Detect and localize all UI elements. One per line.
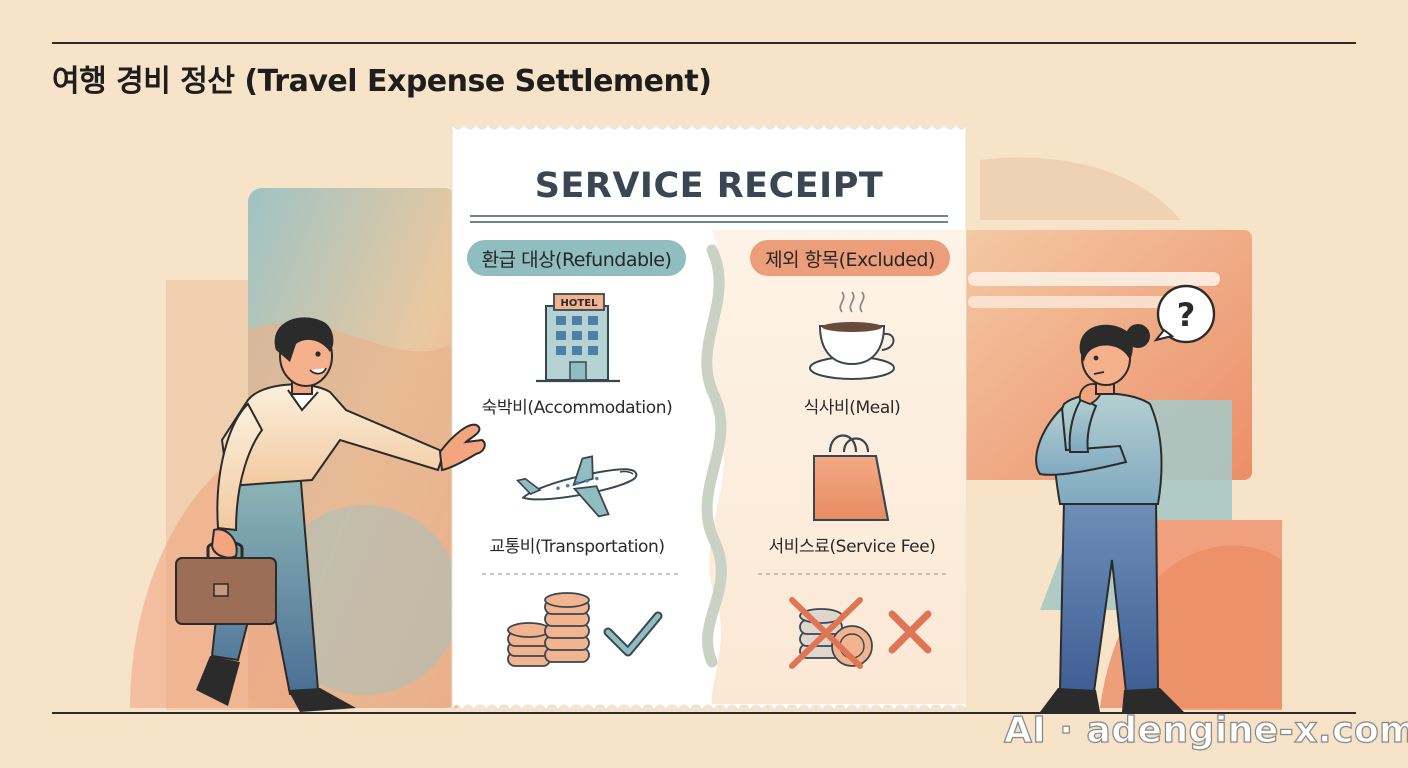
top-rule	[52, 42, 1356, 44]
receipt-wavy-divider	[701, 244, 727, 668]
refundable-badge: 환급 대상(Refundable)	[467, 240, 686, 276]
coffee-cup-icon	[809, 291, 895, 380]
watermark: AI · adengine-x.com	[1003, 709, 1408, 751]
man-presenter	[175, 317, 486, 712]
coins-icon	[507, 592, 590, 667]
bottom-rule	[52, 712, 1356, 714]
receipt-title: SERVICE RECEIPT	[534, 166, 884, 206]
page-title: 여행 경비 정산 (Travel Expense Settlement)	[52, 64, 712, 99]
item-service-fee-label: 서비스료(Service Fee)	[768, 537, 936, 557]
item-accommodation-label: 숙박비(Accommodation)	[481, 398, 673, 418]
airplane-icon	[515, 455, 638, 518]
crossed-coins-icon	[789, 597, 873, 669]
svg-text:?: ?	[1177, 296, 1196, 334]
shopping-bag-icon	[813, 434, 890, 521]
excluded-badge: 제외 항목(Excluded)	[750, 240, 950, 276]
hotel-icon: HOTEL	[536, 293, 620, 383]
svg-text:HOTEL: HOTEL	[561, 298, 599, 309]
x-mark-icon	[888, 610, 932, 654]
item-transportation-label: 교통비(Transportation)	[489, 537, 665, 557]
woman-thinking	[1035, 324, 1184, 712]
item-meal-label: 식사비(Meal)	[803, 398, 901, 418]
speech-bubble: ?	[1153, 284, 1216, 344]
